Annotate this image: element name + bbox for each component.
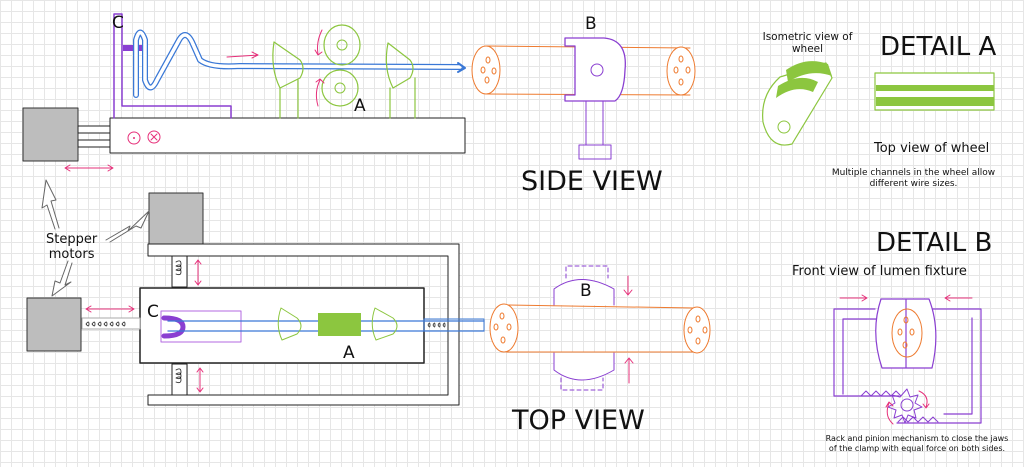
rotate-arrow-bottom <box>315 78 325 107</box>
detail-b-title: DETAIL B <box>876 228 993 258</box>
detail-a-title: DETAIL A <box>880 32 997 62</box>
clamp-b-top-lower <box>553 352 615 381</box>
rotate-arrow-top <box>314 29 323 56</box>
label-a-side: A <box>354 96 366 116</box>
clamp-jaw-c-top <box>161 315 186 339</box>
clamp-base <box>578 144 612 160</box>
lumen-fixture-top <box>489 303 711 354</box>
clamp-b-top-upper <box>553 279 615 306</box>
out-of-page-icon <box>127 131 141 145</box>
detail-b-subtitle: Front view of lumen fixture <box>792 264 967 279</box>
feed-wheel-bottom <box>321 69 359 107</box>
lead-screw-top <box>77 125 112 134</box>
label-c-top: C <box>147 302 159 322</box>
label-c-side: C <box>112 13 124 33</box>
motor-pointer-arrow-3 <box>51 260 73 297</box>
clamp-bracket-c <box>113 13 232 119</box>
label-b-side: B <box>585 14 597 34</box>
top-view-title: TOP VIEW <box>512 405 645 436</box>
stepper-motors-line1: Stepper <box>46 232 98 247</box>
spring-top <box>171 255 188 288</box>
output-screw <box>423 318 485 332</box>
motion-arrow-side <box>64 164 114 172</box>
feed-wheel-top <box>323 24 361 66</box>
stepper-motor-bottom <box>26 297 82 352</box>
pinion-gear <box>887 388 923 424</box>
clamp-b-side <box>564 37 626 102</box>
base-rail-side <box>109 117 466 154</box>
push-arrow-left <box>839 294 868 302</box>
stepper-motor-top <box>148 192 204 246</box>
guide-roller-top-left <box>277 307 302 341</box>
stepper-motor-side <box>22 107 79 162</box>
push-arrow-right <box>944 294 973 302</box>
detail-b-note-line1: Rack and pinion mechanism to close the j… <box>825 434 1009 443</box>
detail-a-note-line1: Multiple channels in the wheel allow <box>831 168 996 178</box>
detail-a-drawing <box>762 61 995 146</box>
iso-caption-line1: Isometric view of <box>762 31 853 43</box>
press-arrow-up <box>624 357 634 384</box>
carriage <box>139 287 425 364</box>
rack-top <box>860 390 902 397</box>
detail-a-note-line2: different wire sizes. <box>869 179 958 189</box>
clamp-c-top <box>160 310 242 343</box>
jaw-frame-right <box>896 308 982 424</box>
detail-b-note: Rack and pinion mechanism to close the j… <box>814 434 1020 454</box>
clamp-post <box>585 100 604 146</box>
lead-screw-top-view <box>81 317 141 330</box>
into-page-icon <box>147 130 161 144</box>
jaw-frame-left <box>833 308 900 397</box>
top-view-caption: Top view of wheel <box>874 141 990 156</box>
lead-screw-bottom <box>77 139 112 148</box>
side-view-title: SIDE VIEW <box>521 166 663 197</box>
stepper-motors-line2: motors <box>48 247 95 262</box>
gear-rotate-right <box>918 390 930 409</box>
feed-wheel-top-view <box>318 313 361 336</box>
iso-caption-line2: wheel <box>791 43 824 55</box>
side-view <box>22 13 696 230</box>
feed-arrow <box>226 51 259 59</box>
motion-arrow-top <box>85 305 135 313</box>
stepper-motors-label: Stepper motors <box>46 232 97 262</box>
detail-b-note-line2: of the clamp with equal force on both si… <box>828 444 1006 453</box>
spring-bottom <box>171 363 188 396</box>
outer-frame <box>147 243 460 406</box>
guide-roller-left <box>272 41 304 119</box>
top-view <box>26 192 711 406</box>
press-arrow-down <box>623 275 633 296</box>
label-b-top: B <box>580 281 592 301</box>
rack-bottom <box>897 416 939 423</box>
guide-roller-right <box>385 42 416 119</box>
vertical-arrow-top <box>194 259 202 286</box>
motor-pointer-arrow-1 <box>41 179 60 230</box>
detail-b-drawing <box>833 294 982 425</box>
vertical-arrow-bottom <box>196 367 204 393</box>
iso-caption: Isometric view of wheel <box>755 31 860 55</box>
gear-rotate-left <box>885 401 894 425</box>
detail-a-note: Multiple channels in the wheel allow dif… <box>826 168 1001 190</box>
guide-roller-top-right <box>371 307 398 341</box>
motor-pointer-arrow-2 <box>105 210 150 243</box>
lumen-fixture-side <box>471 45 696 96</box>
label-a-top: A <box>343 343 355 363</box>
